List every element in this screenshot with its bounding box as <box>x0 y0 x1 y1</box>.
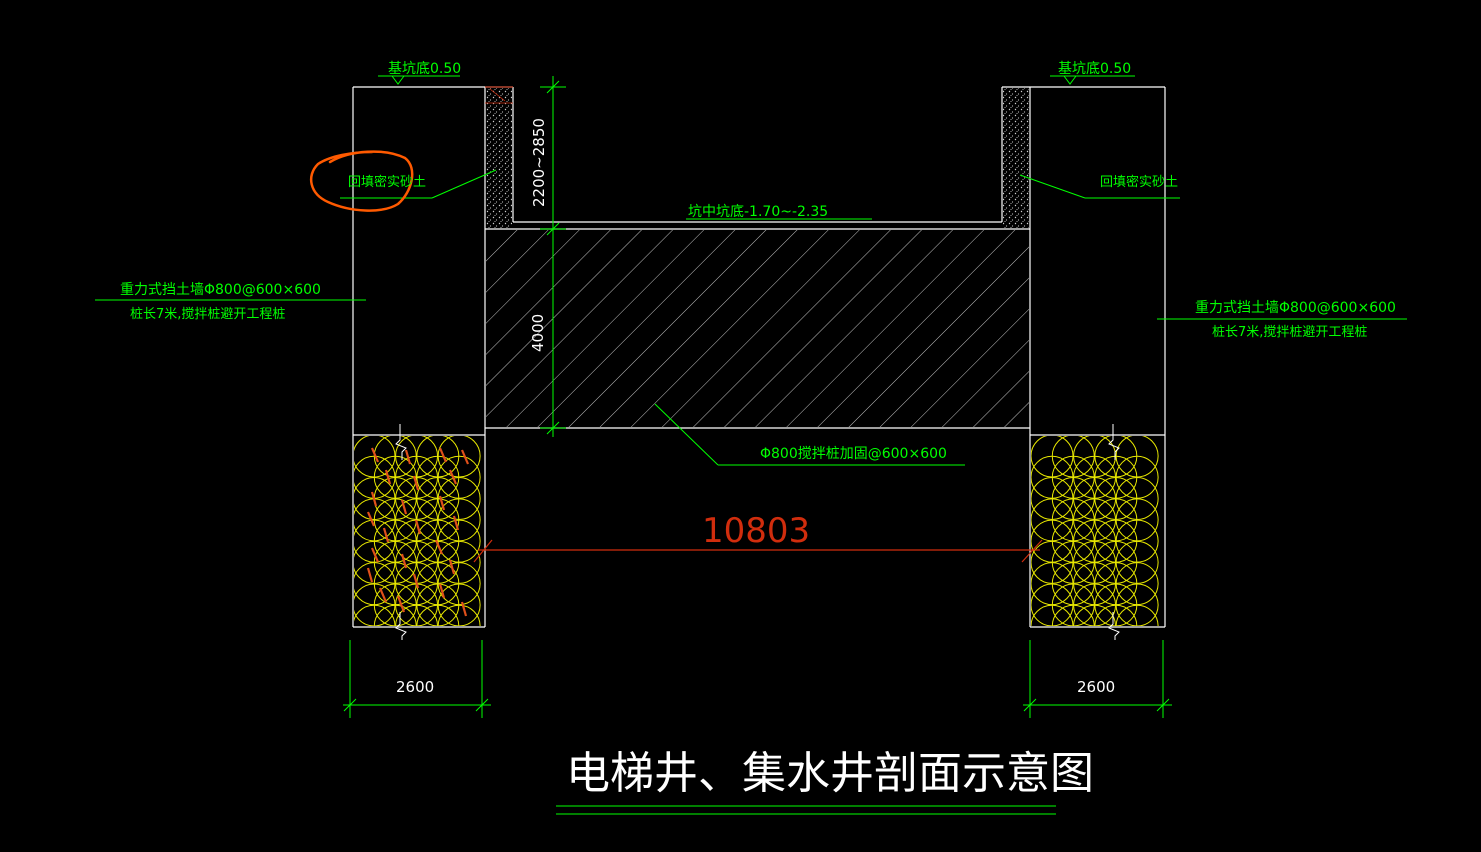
pile-mark <box>366 511 376 527</box>
pile-mark <box>412 573 420 589</box>
pile-group-left <box>354 436 481 626</box>
pile-mark <box>448 469 458 485</box>
pile-group-right <box>1031 436 1159 626</box>
span-dimension-label: 10803 <box>702 511 810 551</box>
reinforcement-depth-label: 4000 <box>529 314 547 352</box>
pile-mark <box>448 559 456 575</box>
reinforcement-note-label: Φ800搅拌桩加固@600×600 <box>760 445 947 462</box>
pile-circle <box>395 604 439 626</box>
pile-mark <box>404 449 412 465</box>
central-pit-bottom-label: 坑中坑底-1.70~-2.35 <box>688 204 828 220</box>
pile-circle <box>1051 604 1095 626</box>
pile-circle <box>354 604 396 626</box>
pile-circle <box>1094 604 1138 626</box>
pile-mark <box>438 495 446 511</box>
wall-width-label-left: 2600 <box>396 678 434 696</box>
pit-depth-range-label: 2200~2850 <box>530 118 548 207</box>
pile-circle <box>1031 604 1074 626</box>
wall-note-right-line1: 重力式挡土墙Φ800@600×600 <box>1195 300 1396 316</box>
pile-mark <box>412 475 420 491</box>
pile-circle <box>416 604 460 626</box>
pile-mark <box>370 491 378 507</box>
leader-lines <box>95 75 1407 815</box>
pile-mark <box>460 601 468 617</box>
pile-mark <box>384 469 392 485</box>
wall-note-left-line2: 桩长7米,搅拌桩避开工程桩 <box>130 306 285 322</box>
pile-mark <box>382 527 390 543</box>
pile-mark <box>366 567 374 583</box>
pile-circle <box>1073 604 1117 626</box>
wall-note-left-line1: 重力式挡土墙Φ800@600×600 <box>120 282 321 298</box>
markup-annotation-circle <box>309 150 414 212</box>
pile-mark <box>460 449 470 465</box>
backfill-label-left: 回填密实砂土 <box>348 174 426 190</box>
pile-mark <box>400 499 408 515</box>
wall-outline <box>352 86 1166 628</box>
pile-mark <box>438 583 446 599</box>
wall-width-label-right: 2600 <box>1077 678 1115 696</box>
span-dimension-line <box>473 539 1043 563</box>
pile-mark <box>434 539 444 555</box>
sand-backfill-left <box>486 88 512 228</box>
pile-mark <box>396 595 406 613</box>
break-symbols <box>395 424 1120 640</box>
drawing-title: 电梯井、集水井剖面示意图 <box>566 748 1094 799</box>
wall-note-right-line2: 桩长7米,搅拌桩避开工程桩 <box>1212 324 1367 340</box>
reinforcement-zone-hatch <box>486 230 1029 427</box>
elevation-label-right: 基坑底0.50 <box>1058 60 1131 77</box>
backfill-label-right: 回填密实砂土 <box>1100 174 1178 190</box>
elevation-label-left: 基坑底0.50 <box>388 60 461 77</box>
pile-marks-orange <box>366 447 470 617</box>
pile-circle <box>437 604 481 626</box>
pile-mark <box>370 547 380 563</box>
pile-mark <box>400 553 408 569</box>
pile-circle <box>1115 604 1159 626</box>
pile-circle <box>373 604 417 626</box>
pile-mark <box>370 447 380 463</box>
pile-mark <box>378 587 388 603</box>
pile-mark <box>414 519 422 535</box>
sand-backfill-right <box>1003 88 1029 228</box>
pile-mark <box>452 515 460 531</box>
pile-mark <box>438 447 448 463</box>
